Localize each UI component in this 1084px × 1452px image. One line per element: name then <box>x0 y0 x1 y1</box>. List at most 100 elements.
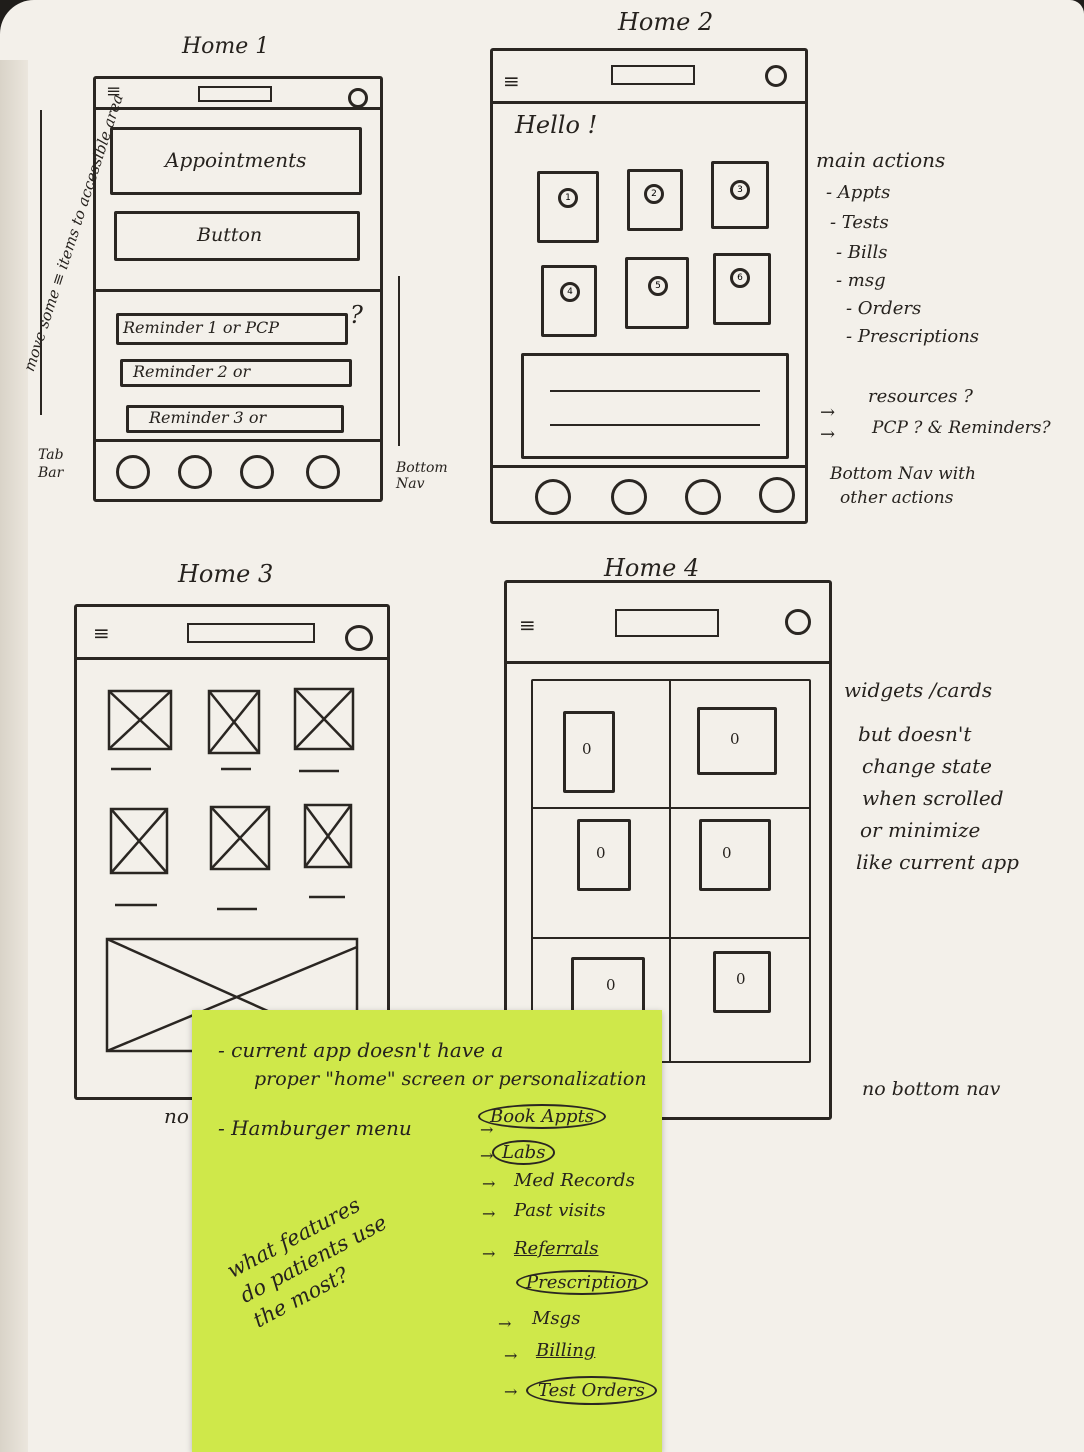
nav-circle-4 <box>759 477 795 513</box>
sticky-item-billing: Billing <box>536 1340 596 1361</box>
home4-note-1: widgets /cards <box>844 678 993 702</box>
home1-appointments-box: Appointments <box>110 127 362 195</box>
sticky-arrow-1: → <box>480 1120 494 1139</box>
home2-tile-4-icon: 4 <box>560 282 580 302</box>
home1-button-label: Button <box>197 224 263 246</box>
home4-card-4-label: 0 <box>722 844 732 862</box>
tab-circle-4 <box>306 455 340 489</box>
sticky-item-prescription: Prescription <box>516 1270 648 1295</box>
profile-icon <box>785 609 811 635</box>
tab-circle-2 <box>178 455 212 489</box>
home4-card-5-label: 0 <box>606 976 616 994</box>
home2-title-bar <box>611 65 695 85</box>
page-edge <box>0 60 28 1452</box>
home4-title-bar <box>615 609 719 637</box>
home2-tile-1: 1 <box>537 171 599 243</box>
home2-nav-divider <box>493 465 805 468</box>
home2-bottom-note-1: Bottom Nav with <box>830 464 976 484</box>
home2-card-line-1 <box>550 390 760 392</box>
home4-grid-hline-2 <box>533 937 809 939</box>
home4-card-2: 0 <box>697 707 777 775</box>
home4-card-grid <box>531 679 811 1063</box>
home2-note-4: - msg <box>836 270 886 291</box>
sticky-arrow-9: → <box>504 1382 518 1401</box>
home2-note-6: - Prescriptions <box>846 326 980 347</box>
sticky-question: what features do patients use the most? <box>222 1192 391 1333</box>
home2-tile-5: 5 <box>625 257 689 329</box>
home4-note-2: but doesn't <box>858 722 972 746</box>
sticky-arrow-5: → <box>482 1244 496 1263</box>
home2-note-5: - Orders <box>846 298 922 319</box>
home3-header-divider <box>77 657 387 660</box>
sticky-item-referrals: Referrals <box>514 1238 599 1259</box>
home1-bracket <box>398 276 400 446</box>
home2-card <box>521 353 789 459</box>
home2-header-divider <box>493 101 805 104</box>
sticky-hamburger: - Hamburger menu <box>218 1116 412 1140</box>
home2-phone: ≡ Hello ! 1 2 3 4 5 6 <box>490 48 808 524</box>
hamburger-icon: ≡ <box>519 613 536 637</box>
home2-tile-3-icon: 3 <box>730 180 750 200</box>
sticky-item-past-visits: Past visits <box>514 1200 606 1221</box>
home4-card-1: 0 <box>563 711 615 793</box>
home2-tile-6-icon: 6 <box>730 268 750 288</box>
home1-tab-bar-label: Tab Bar <box>38 447 64 481</box>
home1-reminder1: Reminder 1 or PCP <box>116 313 348 345</box>
home1-button-box: Button <box>114 211 360 261</box>
home4-grid-vline <box>669 681 671 1061</box>
sticky-line1: - current app doesn't have a <box>218 1038 504 1062</box>
home2-tile-4: 4 <box>541 265 597 337</box>
home1-reminder3-label: Reminder 3 or <box>149 408 267 427</box>
home2-arrow-2: → <box>820 424 836 445</box>
home4-note-4: when scrolled <box>862 786 1004 810</box>
home1-appointments-label: Appointments <box>165 148 307 172</box>
profile-icon <box>348 88 368 108</box>
sticky-item-med-records: Med Records <box>514 1170 635 1191</box>
tab-circle-3 <box>240 455 274 489</box>
home2-tile-6: 6 <box>713 253 771 325</box>
sticky-arrow-7: → <box>498 1314 512 1333</box>
tab-circle-1 <box>116 455 150 489</box>
home2-title: Home 2 <box>618 8 714 36</box>
sticky-arrow-3: → <box>482 1174 496 1193</box>
home4-note-5: or minimize <box>860 818 981 842</box>
hamburger-icon: ≡ <box>106 81 122 102</box>
sticky-line2: proper "home" screen or personalization <box>254 1068 647 1090</box>
nav-circle-3 <box>685 479 721 515</box>
sticky-arrow-8: → <box>504 1346 518 1365</box>
home4-header-divider <box>507 661 829 664</box>
home1-title-bar <box>198 86 272 102</box>
home4-no-bottom-nav: no bottom nav <box>862 1078 1001 1100</box>
home1-reminder2-label: Reminder 2 or <box>133 362 251 381</box>
sticky-item-labs: Labs <box>492 1140 556 1165</box>
home4-card-3-label: 0 <box>596 844 606 862</box>
home1-bottom-nav-label: Bottom Nav <box>396 460 448 492</box>
home1-reminder3: Reminder 3 or <box>126 405 344 433</box>
sticky-item-msgs: Msgs <box>532 1308 581 1329</box>
home4-note-3: change state <box>862 754 992 778</box>
sticky-item-test-orders: Test Orders <box>526 1376 657 1405</box>
home3-title: Home 3 <box>178 560 274 588</box>
home2-bottom-note-2: other actions <box>840 488 954 508</box>
home2-tile-2-icon: 2 <box>644 184 664 204</box>
home1-tabbar-divider <box>96 439 380 442</box>
home3-title-bar <box>187 623 315 643</box>
home2-tile-3: 3 <box>711 161 769 229</box>
hamburger-icon: ≡ <box>93 621 110 645</box>
profile-icon <box>765 65 787 87</box>
nav-circle-1 <box>535 479 571 515</box>
home1-divider <box>96 289 380 292</box>
home1-arrow-line <box>40 110 42 415</box>
profile-icon <box>345 625 373 651</box>
home1-reminder1-label: Reminder 1 or PCP <box>123 318 279 337</box>
home2-notes-title: main actions <box>816 148 946 172</box>
home2-tile-5-icon: 5 <box>648 276 668 296</box>
home4-title: Home 4 <box>604 554 700 582</box>
home2-note-2: - Tests <box>830 212 889 233</box>
sticky-arrow-4: → <box>482 1204 496 1223</box>
home2-tile-2: 2 <box>627 169 683 231</box>
sticky-note: - current app doesn't have a proper "hom… <box>192 1010 662 1452</box>
home2-note-1: - Appts <box>826 182 891 203</box>
home1-title: Home 1 <box>182 34 270 59</box>
home4-card-1-label: 0 <box>582 740 592 758</box>
